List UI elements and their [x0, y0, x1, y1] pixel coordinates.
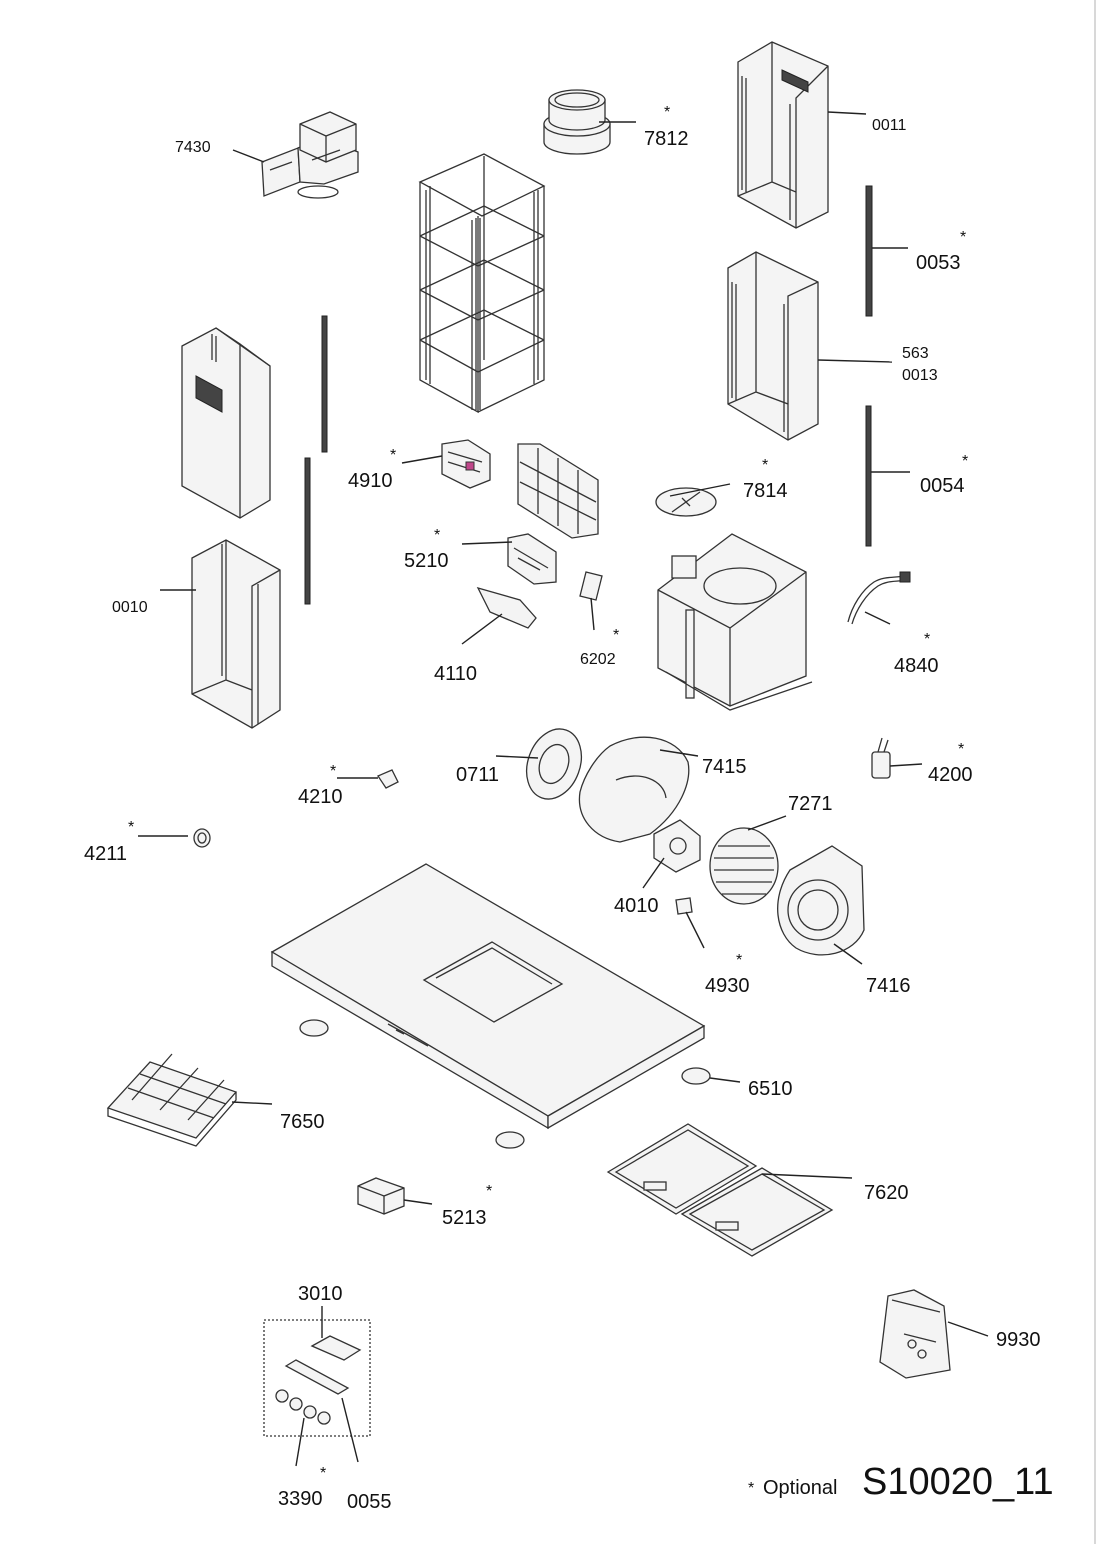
part-7812-collar — [543, 89, 611, 155]
label-4930: 4930 — [705, 975, 750, 997]
optional-7814: * — [762, 457, 768, 474]
optional-4840: * — [924, 631, 930, 648]
legend-text: Optional — [763, 1477, 838, 1499]
page-edge — [1094, 0, 1096, 1544]
part-cassette-filter — [517, 443, 599, 539]
label-0053: 0053 — [916, 252, 961, 274]
optional-4210: * — [330, 763, 336, 780]
part-5210-pcb — [507, 533, 557, 585]
optional-5213: * — [486, 1183, 492, 1200]
optional-6202: * — [613, 627, 619, 644]
label-0011: 0011 — [872, 117, 907, 134]
part-0054-rail — [865, 405, 872, 547]
label-5210: 5210 — [404, 550, 449, 572]
part-5213-junction-box — [357, 1177, 405, 1215]
part-0711-motor-plate — [525, 728, 583, 800]
label-7271: 7271 — [788, 793, 833, 815]
optional-7812: * — [664, 104, 670, 121]
part-7430-duct-adapter — [261, 111, 359, 199]
drawing-code: S10020_11 — [862, 1461, 1054, 1503]
part-7814-damper — [655, 487, 717, 517]
optional-3390: * — [320, 1465, 326, 1482]
part-0053-rail — [865, 185, 873, 317]
part-canopy — [270, 863, 706, 1130]
leader-lines — [138, 111, 989, 1467]
label-4910: 4910 — [348, 470, 393, 492]
part-7271-impeller — [709, 827, 779, 905]
label-3010: 3010 — [298, 1283, 343, 1305]
part-motor-housing — [657, 533, 813, 711]
part-inner-frame — [418, 153, 546, 414]
part-labels: 7430 7812 * 0011 0053 * 563 0013 0054 * … — [84, 104, 1041, 1513]
label-0711: 0711 — [456, 764, 499, 786]
label-6510: 6510 — [748, 1078, 793, 1100]
optional-4211: * — [128, 819, 134, 836]
label-7430: 7430 — [175, 139, 211, 156]
label-7650: 7650 — [280, 1111, 325, 1133]
label-0054: 0054 — [920, 475, 965, 497]
part-4910-control-board — [441, 439, 491, 489]
label-4840: 4840 — [894, 655, 939, 677]
optional-5210: * — [434, 527, 440, 544]
label-7415: 7415 — [702, 756, 747, 778]
part-vertical-rails — [304, 315, 328, 605]
part-3010-control-kit — [263, 1319, 371, 1437]
optional-4200: * — [958, 741, 964, 758]
label-0055: 0055 — [347, 1491, 392, 1513]
part-0010-lower-chimney — [191, 539, 281, 729]
label-4211: 4211 — [84, 843, 127, 865]
part-6510-feet — [299, 1019, 711, 1149]
optional-0053: * — [960, 229, 966, 246]
label-7620: 7620 — [864, 1182, 909, 1204]
part-4840-cable — [847, 571, 911, 625]
part-7416-scroll-back — [777, 845, 865, 956]
part-4210 — [377, 769, 399, 789]
optional-0054: * — [962, 453, 968, 470]
optional-4910: * — [390, 447, 396, 464]
label-7416: 7416 — [866, 975, 911, 997]
part-upper-chimney-left — [181, 327, 271, 519]
legend: * Optional — [748, 1477, 838, 1499]
label-4210: 4210 — [298, 786, 343, 808]
part-7415-scroll-front — [578, 736, 690, 843]
part-563-0013-chimney — [727, 251, 819, 441]
label-7812: 7812 — [644, 128, 689, 150]
part-4211 — [193, 828, 211, 848]
label-4010: 4010 — [614, 895, 659, 917]
label-4110: 4110 — [434, 663, 477, 685]
part-7650-charcoal-filter — [106, 1053, 238, 1147]
label-4200: 4200 — [928, 764, 973, 786]
label-0010: 0010 — [112, 599, 148, 616]
legend-marker: * — [748, 1480, 754, 1497]
label-0013: 0013 — [902, 367, 938, 384]
label-563: 563 — [902, 345, 929, 362]
part-4200-capacitor — [871, 737, 891, 779]
part-4110-bracket — [476, 586, 537, 629]
label-6202: 6202 — [580, 651, 616, 668]
part-0011-upper-chimney — [737, 41, 829, 229]
part-6202-switch — [579, 571, 603, 601]
part-7620-grease-filters — [606, 1123, 834, 1257]
label-9930: 9930 — [996, 1329, 1041, 1351]
part-4930 — [675, 897, 693, 915]
optional-4930: * — [736, 952, 742, 969]
part-9930-fixing-kit — [879, 1289, 951, 1379]
label-3390: 3390 — [278, 1488, 323, 1510]
label-7814: 7814 — [743, 480, 788, 502]
label-5213: 5213 — [442, 1207, 487, 1229]
part-4010-motor — [653, 819, 701, 873]
